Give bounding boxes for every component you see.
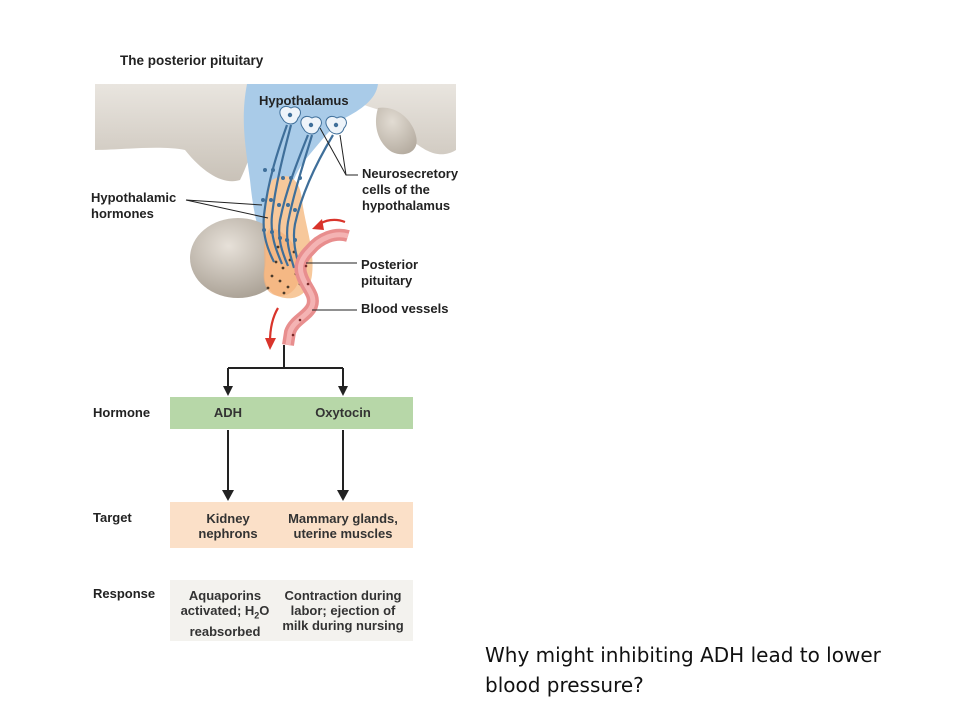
response-adh: Aquaporins activated; H2O reabsorbed xyxy=(168,588,282,639)
anterior-pituitary-bulb xyxy=(190,218,286,298)
target-row-bar xyxy=(170,502,413,548)
question-text: Why might inhibiting ADH lead to lower b… xyxy=(485,640,925,700)
hormone-oxytocin: Oxytocin xyxy=(315,405,371,420)
neurosecretory-label-line: cells of the xyxy=(362,182,430,197)
response-adh-text: activated; H xyxy=(180,603,255,618)
target-oxytocin-line: Mammary glands, xyxy=(288,511,398,526)
flow-arrows xyxy=(222,345,349,501)
posterior-pituitary-label-line: pituitary xyxy=(361,273,413,288)
response-oxytocin-line: labor; ejection of xyxy=(290,603,396,618)
response-adh-line: reabsorbed xyxy=(189,623,261,639)
axon-terminals xyxy=(261,168,302,242)
blood-flow-arrow-out xyxy=(265,307,279,350)
hypothalamic-hormones-label-line: Hypothalamic xyxy=(91,190,177,205)
target-adh-line: nephrons xyxy=(198,526,258,541)
response-adh-text: O xyxy=(259,603,270,618)
blood-flow-arrow-in xyxy=(312,218,346,230)
neurosecretory-label: Neurosecretory cells of the hypothalamus xyxy=(362,166,458,214)
target-oxytocin: Mammary glands, uterine muscles xyxy=(275,511,411,541)
hormone-row-label: Hormone xyxy=(93,405,151,420)
blood-vessels-label: Blood vessels xyxy=(361,301,449,316)
leader-lines xyxy=(185,127,358,311)
target-row-label: Target xyxy=(93,510,132,525)
question-line: blood pressure? xyxy=(485,673,644,697)
hypothalamus-label: Hypothalamus xyxy=(259,93,349,108)
hypothalamic-hormones-label: Hypothalamic hormones xyxy=(91,190,176,222)
response-adh-line: activated; H2O xyxy=(168,603,282,624)
question-line: Why might inhibiting ADH lead to lower xyxy=(485,643,881,667)
hypothalamic-hormones-label-line: hormones xyxy=(91,206,154,221)
response-row-label: Response xyxy=(93,586,156,601)
target-adh-line: Kidney xyxy=(206,511,250,526)
hormone-adh: ADH xyxy=(213,405,243,420)
target-adh: Kidney nephrons xyxy=(178,511,278,541)
posterior-pituitary-label: Posterior pituitary xyxy=(361,257,418,289)
response-row-bar xyxy=(170,580,413,641)
response-adh-line: Aquaporins xyxy=(188,588,262,603)
figure-title: The posterior pituitary xyxy=(120,53,264,68)
hypothalamic-axons xyxy=(262,124,334,271)
neurosecretory-label-line: Neurosecretory xyxy=(362,166,459,181)
target-oxytocin-line: uterine muscles xyxy=(293,526,393,541)
posterior-pituitary-label-line: Posterior xyxy=(361,257,419,272)
brain-tissue xyxy=(95,84,456,182)
hormone-row-bar xyxy=(170,397,413,429)
response-oxytocin: Contraction during labor; ejection of mi… xyxy=(272,588,414,633)
neurosecretory-label-line: hypothalamus xyxy=(362,198,451,213)
response-oxytocin-line: Contraction during xyxy=(284,588,402,603)
response-oxytocin-line: milk during nursing xyxy=(282,618,404,633)
response-adh-subscript: 2 xyxy=(254,610,260,621)
